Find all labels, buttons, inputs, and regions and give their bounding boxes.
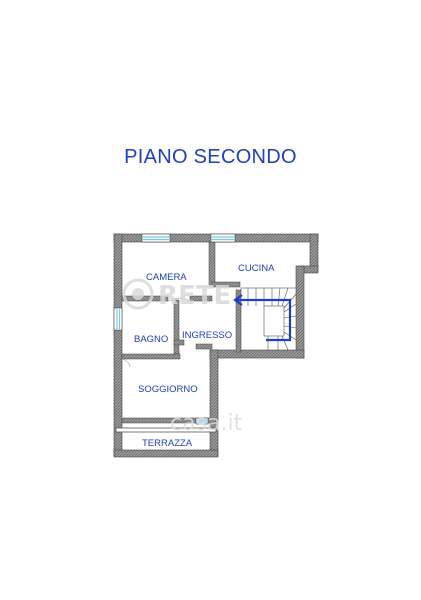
plan-title: PIANO SECONDO [124,146,297,168]
room-label-camera: CAMERA [146,272,187,283]
window-soggiorno [195,417,209,425]
interior-walls [115,241,242,433]
watermark-domain: casa.it [170,411,243,436]
room-label-bagno: BAGNO [134,334,168,345]
watermark-logo-icon [122,278,154,310]
room-label-terrazza: TERRAZZA [142,438,193,449]
arrow-head-icon [233,294,243,306]
room-label-soggiorno: SOGGIORNO [138,384,198,395]
watermark-brand: RETE [158,281,231,311]
room-label-ingresso: INGRESSO [182,330,232,341]
room-labels: CAMERA CUCINA BAGNO INGRESSO SOGGIORNO T… [134,263,275,449]
stair-direction-arrow [236,298,292,342]
staircase [233,287,297,351]
room-label-cucina: CUCINA [238,263,275,274]
window-bagno [113,307,123,331]
window-cucina [210,233,236,243]
watermark: RETE casa.it [122,278,243,436]
windows [113,233,236,425]
window-camera [141,233,171,243]
